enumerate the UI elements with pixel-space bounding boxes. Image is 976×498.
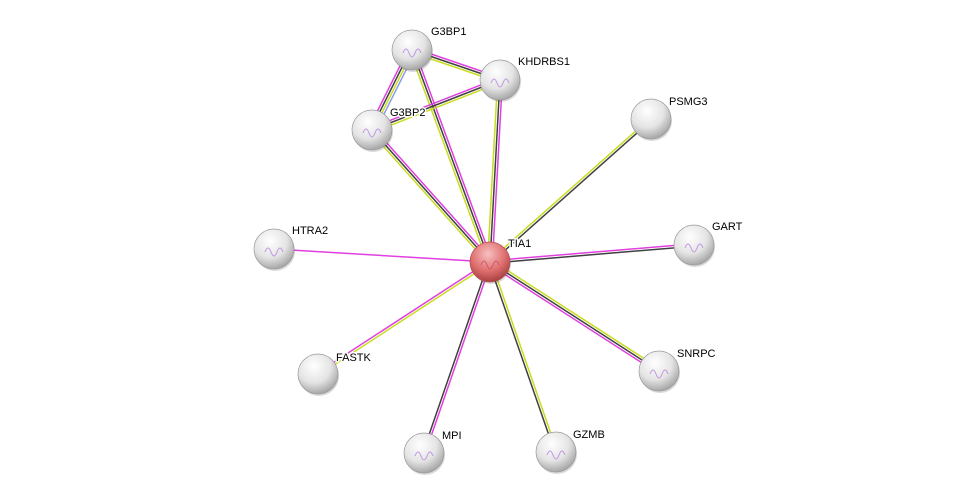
edge-gzmb-tia1[interactable] bbox=[488, 261, 558, 453]
edge-evidence-coexpression bbox=[489, 79, 501, 263]
protein-sphere[interactable] bbox=[391, 29, 433, 71]
node-label: GART bbox=[712, 221, 743, 233]
node-label: SNRPC bbox=[677, 348, 716, 360]
node-label: G3BP1 bbox=[431, 26, 466, 38]
node-snrpc[interactable]: SNRPC bbox=[638, 347, 717, 393]
protein-structure-icon bbox=[684, 243, 704, 253]
edge-evidence-coexpression bbox=[422, 261, 490, 453]
edge-evidence-coexpression bbox=[488, 262, 556, 453]
edge-evidence-experiments bbox=[489, 243, 694, 262]
protein-sphere[interactable] bbox=[638, 350, 680, 392]
edge-htra2-tia1[interactable] bbox=[273, 248, 491, 263]
edge-g3bp1-tia1[interactable] bbox=[409, 48, 493, 264]
edge-fastk-tia1[interactable] bbox=[316, 260, 492, 376]
edge-evidence-textmining bbox=[490, 261, 558, 452]
edge-evidence-experiments bbox=[316, 260, 490, 374]
protein-sphere[interactable] bbox=[253, 228, 295, 270]
edge-mpi-tia1[interactable] bbox=[422, 261, 492, 454]
protein-structure-icon bbox=[649, 369, 669, 379]
node-g3bp2[interactable]: G3BP2 bbox=[351, 106, 427, 152]
edge-evidence-textmining bbox=[369, 131, 489, 265]
protein-structure-icon bbox=[490, 78, 510, 88]
node-label: G3BP2 bbox=[390, 107, 425, 119]
edge-evidence-textmining bbox=[486, 79, 499, 262]
node-label: FASTK bbox=[336, 352, 372, 364]
edge-evidence-textmining bbox=[318, 262, 492, 376]
node-g3bp1[interactable]: G3BP1 bbox=[391, 25, 468, 72]
protein-sphere[interactable] bbox=[297, 353, 339, 395]
edge-evidence-experiments bbox=[273, 248, 491, 263]
node-label: MPI bbox=[442, 430, 462, 442]
protein-sphere[interactable] bbox=[673, 224, 715, 266]
edge-evidence-coexpression bbox=[371, 79, 501, 131]
node-gzmb[interactable]: GZMB bbox=[535, 428, 606, 474]
query-protein-sphere[interactable] bbox=[469, 241, 511, 283]
edge-evidence-textmining bbox=[490, 259, 661, 370]
node-label: GZMB bbox=[573, 429, 605, 441]
edge-evidence-coexpression bbox=[411, 49, 491, 263]
edge-psmg3-tia1[interactable] bbox=[488, 117, 653, 264]
edge-evidence-experiments bbox=[488, 263, 659, 374]
edge-evidence-experiments bbox=[373, 127, 493, 261]
node-label: TIA1 bbox=[508, 238, 531, 250]
edge-evidence-coexpression bbox=[489, 261, 660, 372]
node-tia1[interactable]: TIA1 bbox=[469, 237, 533, 284]
edge-g3bp2-tia1[interactable] bbox=[369, 127, 493, 265]
edge-khdrbs1-tia1[interactable] bbox=[486, 79, 504, 263]
protein-sphere[interactable] bbox=[403, 432, 445, 474]
node-fastk[interactable]: FASTK bbox=[297, 351, 373, 396]
node-label: HTRA2 bbox=[292, 225, 328, 237]
edge-evidence-experiments bbox=[370, 77, 500, 129]
protein-structure-icon bbox=[402, 48, 422, 58]
edge-evidence-coexpression bbox=[490, 119, 653, 264]
edge-g3bp2-khdrbs1[interactable] bbox=[370, 77, 502, 133]
edge-evidence-coexpression bbox=[490, 245, 695, 264]
edge-evidence-experiments bbox=[413, 48, 493, 262]
edge-snrpc-tia1[interactable] bbox=[488, 259, 661, 374]
node-gart[interactable]: GART bbox=[673, 220, 744, 267]
protein-sphere[interactable] bbox=[535, 431, 577, 473]
protein-structure-icon bbox=[264, 247, 284, 257]
edge-evidence-textmining bbox=[409, 50, 489, 264]
protein-structure-icon bbox=[414, 451, 434, 461]
protein-structure-icon bbox=[362, 128, 382, 138]
node-khdrbs1[interactable]: KHDRBS1 bbox=[479, 55, 571, 102]
protein-sphere[interactable] bbox=[479, 59, 521, 101]
node-label: PSMG3 bbox=[669, 96, 708, 108]
protein-sphere[interactable] bbox=[351, 109, 393, 151]
edge-evidence-textmining bbox=[488, 117, 651, 262]
edge-evidence-experiments bbox=[424, 262, 492, 454]
edge-evidence-textmining bbox=[372, 81, 502, 133]
protein-structure-icon bbox=[480, 260, 500, 270]
edge-gart-tia1[interactable] bbox=[489, 243, 695, 264]
node-htra2[interactable]: HTRA2 bbox=[253, 224, 330, 271]
node-psmg3[interactable]: PSMG3 bbox=[630, 95, 709, 141]
node-mpi[interactable]: MPI bbox=[403, 429, 463, 475]
edge-evidence-experiments bbox=[491, 80, 504, 263]
node-label: KHDRBS1 bbox=[518, 56, 570, 68]
protein-structure-icon bbox=[546, 450, 566, 460]
protein-sphere[interactable] bbox=[630, 98, 672, 140]
edge-evidence-coexpression bbox=[371, 129, 491, 263]
